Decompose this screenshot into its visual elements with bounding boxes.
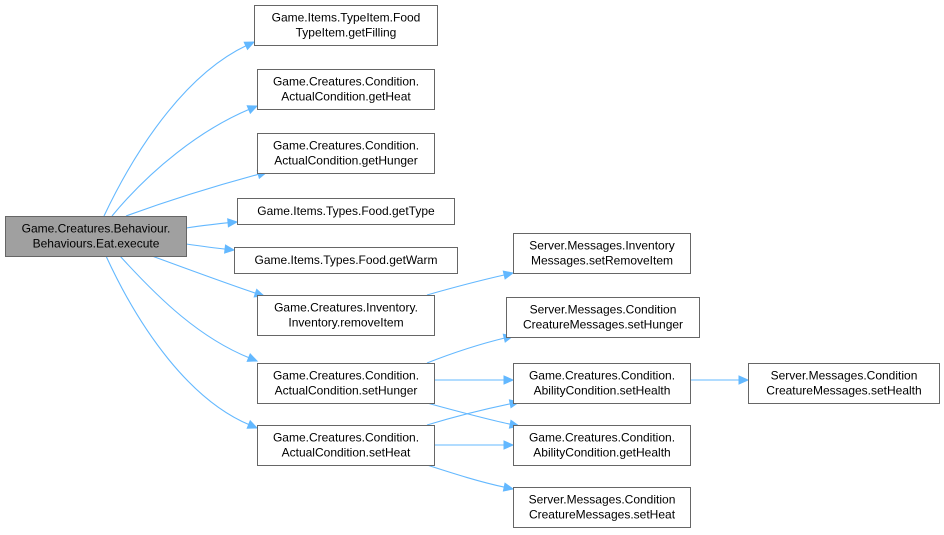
arrowhead-icon (243, 41, 256, 51)
node-removeItem[interactable]: Game.Creatures.Inventory.Inventory.remov… (257, 295, 435, 336)
arrowhead-icon (246, 105, 259, 115)
edge-line (426, 337, 506, 364)
edge-line (426, 403, 512, 426)
node-label-line: TypeItem.getFilling (296, 26, 397, 40)
edge-line (119, 255, 250, 359)
edge-line (125, 173, 260, 217)
arrowhead-icon (503, 440, 515, 450)
node-box (257, 425, 435, 466)
node-label-line: Game.Items.TypeItem.Food (272, 11, 421, 25)
node-label-line: Inventory.removeItem (288, 316, 403, 330)
node-box (513, 233, 691, 274)
node-label-line: ActualCondition.getHunger (274, 154, 417, 168)
node-box (234, 247, 458, 274)
node-box (257, 133, 435, 174)
node-getType[interactable]: Game.Items.Types.Food.getType (237, 198, 455, 225)
node-box (513, 363, 691, 404)
arrowhead-icon (246, 419, 259, 429)
node-msgSetHunger[interactable]: Server.Messages.ConditionCreatureMessage… (506, 297, 700, 338)
node-box (506, 297, 700, 338)
node-box (257, 69, 435, 110)
node-label-line: Game.Items.Types.Food.getWarm (255, 253, 438, 267)
edge-setHeat-to-abilGetHealth (434, 440, 515, 450)
edge-removeItem-to-setRemoveItem (426, 270, 515, 296)
node-label-line: Server.Messages.Condition (529, 493, 676, 507)
node-label-line: Messages.setRemoveItem (531, 254, 673, 268)
node-getFilling[interactable]: Game.Items.TypeItem.FoodTypeItem.getFill… (254, 5, 438, 46)
node-box (257, 295, 435, 336)
node-label-line: Behaviours.Eat.execute (33, 237, 160, 251)
node-label-line: Game.Creatures.Behaviour. (22, 222, 171, 236)
node-label-line: Game.Creatures.Condition. (273, 139, 419, 153)
node-box (257, 363, 435, 404)
node-label-line: Server.Messages.Condition (771, 369, 918, 383)
edge-root-to-getFilling (103, 41, 256, 217)
node-label-line: Game.Creatures.Inventory. (274, 301, 418, 315)
node-box (513, 487, 691, 528)
edge-line (111, 108, 250, 217)
edge-line (426, 464, 506, 488)
node-abilSetHealth[interactable]: Game.Creatures.Condition.AbilityConditio… (513, 363, 691, 404)
edge-line (185, 222, 230, 229)
node-label-line: ActualCondition.getHeat (281, 90, 411, 104)
node-label-line: ActualCondition.setHunger (275, 384, 418, 398)
node-getHunger[interactable]: Game.Creatures.Condition.ActualCondition… (257, 133, 435, 174)
node-setRemoveItem[interactable]: Server.Messages.InventoryMessages.setRem… (513, 233, 691, 274)
node-label-line: Game.Creatures.Condition. (273, 369, 419, 383)
edge-line (151, 255, 257, 294)
edge-setHunger-to-abilGetHealth (426, 402, 521, 429)
call-nodes: Game.Creatures.Behaviour.Behaviours.Eat.… (5, 5, 940, 528)
edge-setHeat-to-msgSetHeat (426, 464, 515, 492)
edge-root-to-setHeat (105, 255, 259, 429)
edge-root-to-setHunger (119, 255, 259, 362)
node-label-line: AbilityCondition.getHealth (533, 446, 670, 460)
arrowhead-icon (227, 218, 239, 228)
node-getHeat[interactable]: Game.Creatures.Condition.ActualCondition… (257, 69, 435, 110)
edge-line (426, 274, 506, 296)
call-edges (103, 41, 750, 492)
node-label-line: CreatureMessages.setHunger (523, 318, 683, 332)
edge-setHeat-to-abilSetHealth (426, 399, 521, 426)
edge-root-to-getType (185, 218, 239, 229)
edge-line (103, 44, 247, 217)
node-box (5, 216, 187, 257)
node-setHeat[interactable]: Game.Creatures.Condition.ActualCondition… (257, 425, 435, 466)
node-msgSetHeat[interactable]: Server.Messages.ConditionCreatureMessage… (513, 487, 691, 528)
node-label-line: CreatureMessages.setHeat (529, 508, 676, 522)
node-label-line: Game.Items.Types.Food.getType (257, 204, 435, 218)
node-label-line: AbilityCondition.setHealth (534, 384, 671, 398)
edge-abilSetHealth-to-msgSetHealth (689, 375, 750, 385)
node-label-line: Game.Creatures.Condition. (529, 369, 675, 383)
node-label-line: Game.Creatures.Condition. (529, 431, 675, 445)
edge-line (105, 255, 250, 426)
edge-line (426, 402, 512, 425)
arrowhead-icon (246, 352, 259, 362)
arrowhead-icon (503, 375, 515, 385)
arrowhead-icon (738, 375, 750, 385)
edge-line (185, 243, 227, 250)
node-abilGetHealth[interactable]: Game.Creatures.Condition.AbilityConditio… (513, 425, 691, 466)
node-box (237, 198, 455, 225)
node-setHunger[interactable]: Game.Creatures.Condition.ActualCondition… (257, 363, 435, 404)
node-label-line: Server.Messages.Condition (530, 303, 677, 317)
arrowhead-icon (502, 482, 515, 492)
node-box (254, 5, 438, 46)
edge-setHunger-to-abilSetHealth (433, 375, 515, 385)
node-label-line: Game.Creatures.Condition. (273, 431, 419, 445)
edge-root-to-getHeat (111, 105, 259, 217)
node-box (748, 363, 940, 404)
node-label-line: Server.Messages.Inventory (529, 239, 674, 253)
node-box (513, 425, 691, 466)
node-label-line: CreatureMessages.setHealth (766, 384, 921, 398)
node-getWarm[interactable]: Game.Items.Types.Food.getWarm (234, 247, 458, 274)
node-root[interactable]: Game.Creatures.Behaviour.Behaviours.Eat.… (5, 216, 187, 257)
node-label-line: Game.Creatures.Condition. (273, 75, 419, 89)
node-label-line: ActualCondition.setHeat (282, 446, 411, 460)
node-msgSetHealth[interactable]: Server.Messages.ConditionCreatureMessage… (748, 363, 940, 404)
edge-root-to-getWarm (185, 243, 236, 254)
arrowhead-icon (224, 244, 236, 254)
edge-setHunger-to-msgSetHunger (426, 333, 515, 364)
arrowhead-icon (502, 270, 515, 280)
